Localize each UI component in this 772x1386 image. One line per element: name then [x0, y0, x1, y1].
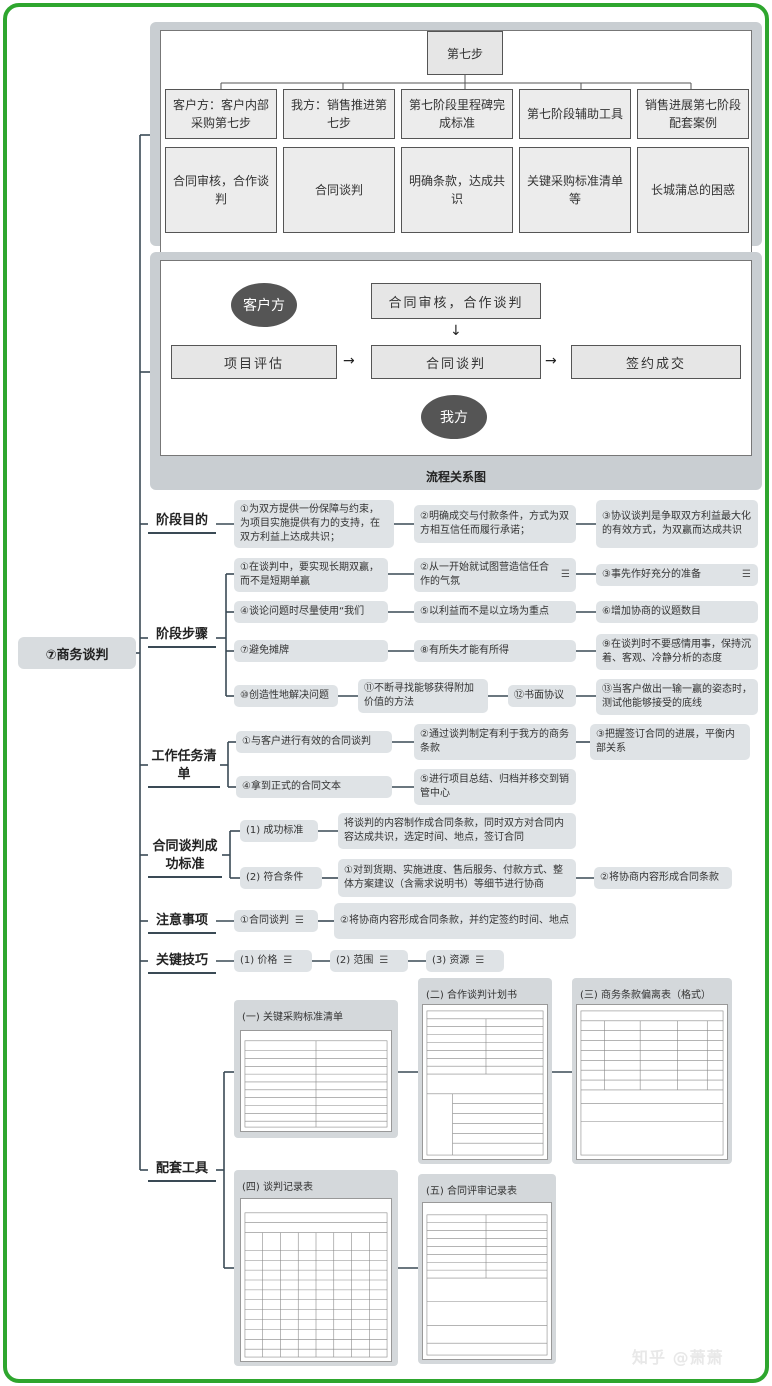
customer-step-content: 合同审核，合作谈判: [165, 147, 277, 233]
task-item-4: ④拿到正式的合同文本: [236, 776, 392, 798]
success-criteria: (1) 成功标准: [240, 820, 318, 842]
note-item-1-text: ①合同谈判: [240, 915, 289, 926]
tool-card-2: (二) 合作谈判计划书: [418, 978, 552, 1164]
step-seven-heading: 第七步: [427, 31, 503, 75]
skill-scope: (2) 范围 ☰: [330, 950, 408, 972]
root-node: ⑦商务谈判: [18, 637, 136, 669]
step-item-6: ⑥增加协商的议题数目: [596, 601, 758, 623]
skill-resources-text: (3) 资源: [432, 955, 470, 966]
form-thumbnail: [240, 1030, 392, 1132]
sales-step-header: 我方：销售推进第七步: [283, 89, 395, 139]
customer-oval: 客户方: [231, 283, 297, 327]
goal-item-2: ②明确成交与付款条件，方式为双方相互信任而履行承诺；: [414, 505, 576, 543]
notes-icon: ☰: [561, 569, 570, 580]
steps-category: 阶段步骤: [148, 626, 216, 648]
flow-panel: 客户方 合同审核，合作谈判 ↓ 项目评估 → 合同谈判 → 签约成交 我方 流程…: [150, 252, 762, 490]
our-side-oval: 我方: [421, 395, 487, 439]
right-arrow-icon: →: [545, 353, 557, 369]
signing-box: 签约成交: [571, 345, 741, 379]
conditions: (2) 符合条件: [240, 867, 322, 889]
milestone-content: 明确条款，达成共识: [401, 147, 513, 233]
tool-card-5: (五) 合同评审记录表: [418, 1174, 556, 1364]
sales-step-content: 合同谈判: [283, 147, 395, 233]
skill-resources: (3) 资源 ☰: [426, 950, 504, 972]
goal-category: 阶段目的: [148, 512, 216, 534]
conditions-detail-1: ①对到货期、实施进度、售后服务、付款方式、整体方案建议（含需求说明书）等细节进行…: [338, 859, 576, 897]
notes-icon: ☰: [294, 915, 304, 926]
step-item-13: ⑬当客户做出一输一赢的姿态时，测试他能够接受的底线: [596, 679, 758, 715]
note-item-1: ①合同谈判 ☰: [234, 910, 318, 932]
form-thumbnail: [422, 1202, 552, 1360]
down-arrow-icon: ↓: [450, 323, 462, 339]
tool-card-3: (三) 商务条款偏离表（格式）: [572, 978, 732, 1164]
form-thumbnail: [422, 1004, 548, 1160]
outer-frame: [3, 3, 769, 1383]
step-item-9: ⑨在谈判时不要感情用事，保持沉着、客观、冷静分析的态度: [596, 634, 758, 670]
step-item-2-text: ②从一开始就试图营造信任合作的气氛: [420, 562, 549, 587]
skill-price: (1) 价格 ☰: [234, 950, 312, 972]
table-connectors: [220, 75, 692, 89]
task-item-3: ③把握签订合同的进展，平衡内部关系: [590, 724, 750, 760]
contract-negotiation-box: 合同谈判: [371, 345, 541, 379]
goal-item-3: ③协议谈判是争取双方利益最大化的有效方式，为双赢而达成共识: [596, 500, 758, 548]
flow-diagram: 客户方 合同审核，合作谈判 ↓ 项目评估 → 合同谈判 → 签约成交 我方: [160, 260, 752, 456]
tool-title-3: (三) 商务条款偏离表（格式）: [580, 990, 711, 1001]
step-table-panel: 第七步 客户方：客户内部采购第七步 我方：销售推进第七步 第七阶段里程碑完成标准…: [150, 22, 762, 258]
skills-category: 关键技巧: [148, 952, 216, 974]
conditions-detail-2: ②将协商内容形成合同条款: [594, 867, 732, 889]
project-evaluation-box: 项目评估: [171, 345, 337, 379]
case-header: 销售进展第七阶段配套案例: [637, 89, 749, 139]
step-item-4: ④谈论问题时尽量使用“我们: [234, 601, 388, 623]
tool-title-1: (一) 关键采购标准清单: [242, 1012, 343, 1023]
note-item-2: ②将协商内容形成合同条款，并约定签约时间、地点: [334, 903, 576, 939]
step-item-2: ②从一开始就试图营造信任合作的气氛 ☰: [414, 558, 576, 592]
task-item-2: ②通过谈判制定有利于我方的商务条款: [414, 724, 576, 760]
tool-title-5: (五) 合同评审记录表: [426, 1186, 517, 1197]
step-item-1: ①在谈判中，要实现长期双赢，而不是短期单赢: [234, 558, 388, 592]
tool-title-4: (四) 谈判记录表: [242, 1182, 313, 1193]
notes-icon: ☰: [283, 955, 293, 966]
milestone-header: 第七阶段里程碑完成标准: [401, 89, 513, 139]
notes-icon: ☰: [475, 955, 485, 966]
success-category: 合同谈判成功标准: [148, 838, 222, 878]
success-criteria-detail: 将谈判的内容制作成合同条款，同时双方对合同内容达成共识，选定时间、地点，签订合同: [338, 813, 576, 849]
step-item-10: ⑩创造性地解决问题: [234, 685, 338, 707]
tools-content: 关键采购标准清单等: [519, 147, 631, 233]
tasks-category: 工作任务清单: [148, 748, 220, 788]
task-item-1: ①与客户进行有效的合同谈判: [236, 731, 392, 753]
step-item-3: ③事先作好充分的准备 ☰: [596, 564, 758, 586]
watermark: 知乎 @萧萧: [632, 1348, 724, 1367]
skill-price-text: (1) 价格: [240, 955, 278, 966]
step-item-3-text: ③事先作好充分的准备: [602, 569, 701, 580]
notes-category: 注意事项: [148, 912, 216, 934]
notes-icon: ☰: [379, 955, 389, 966]
step-item-7: ⑦避免摊牌: [234, 640, 388, 662]
form-thumbnail: [576, 1004, 728, 1160]
skill-scope-text: (2) 范围: [336, 955, 374, 966]
contract-review-box: 合同审核，合作谈判: [371, 283, 541, 319]
step-item-8: ⑧有所失才能有所得: [414, 640, 576, 662]
customer-step-header: 客户方：客户内部采购第七步: [165, 89, 277, 139]
step-item-12: ⑫书面协议: [508, 685, 576, 707]
case-content: 长城蒲总的困惑: [637, 147, 749, 233]
tool-title-2: (二) 合作谈判计划书: [426, 990, 517, 1001]
form-thumbnail: [240, 1198, 392, 1362]
tools-header: 第七阶段辅助工具: [519, 89, 631, 139]
step-item-5: ⑤以利益而不是以立场为重点: [414, 601, 576, 623]
tool-card-4: (四) 谈判记录表: [234, 1170, 398, 1366]
tool-card-1: (一) 关键采购标准清单: [234, 1000, 398, 1138]
tools-category: 配套工具: [148, 1160, 216, 1182]
task-item-5: ⑤进行项目总结、归档并移交到销管中心: [414, 769, 576, 805]
step-table: 第七步 客户方：客户内部采购第七步 我方：销售推进第七步 第七阶段里程碑完成标准…: [160, 30, 752, 258]
step-item-11: ⑪不断寻找能够获得附加价值的方法: [358, 679, 488, 713]
right-arrow-icon: →: [343, 353, 355, 369]
goal-item-1: ①为双方提供一份保障与约束，为项目实施提供有力的支持，在双方利益上达成共识；: [234, 500, 394, 548]
flow-caption: 流程关系图: [425, 470, 486, 484]
notes-icon: ☰: [742, 569, 751, 580]
